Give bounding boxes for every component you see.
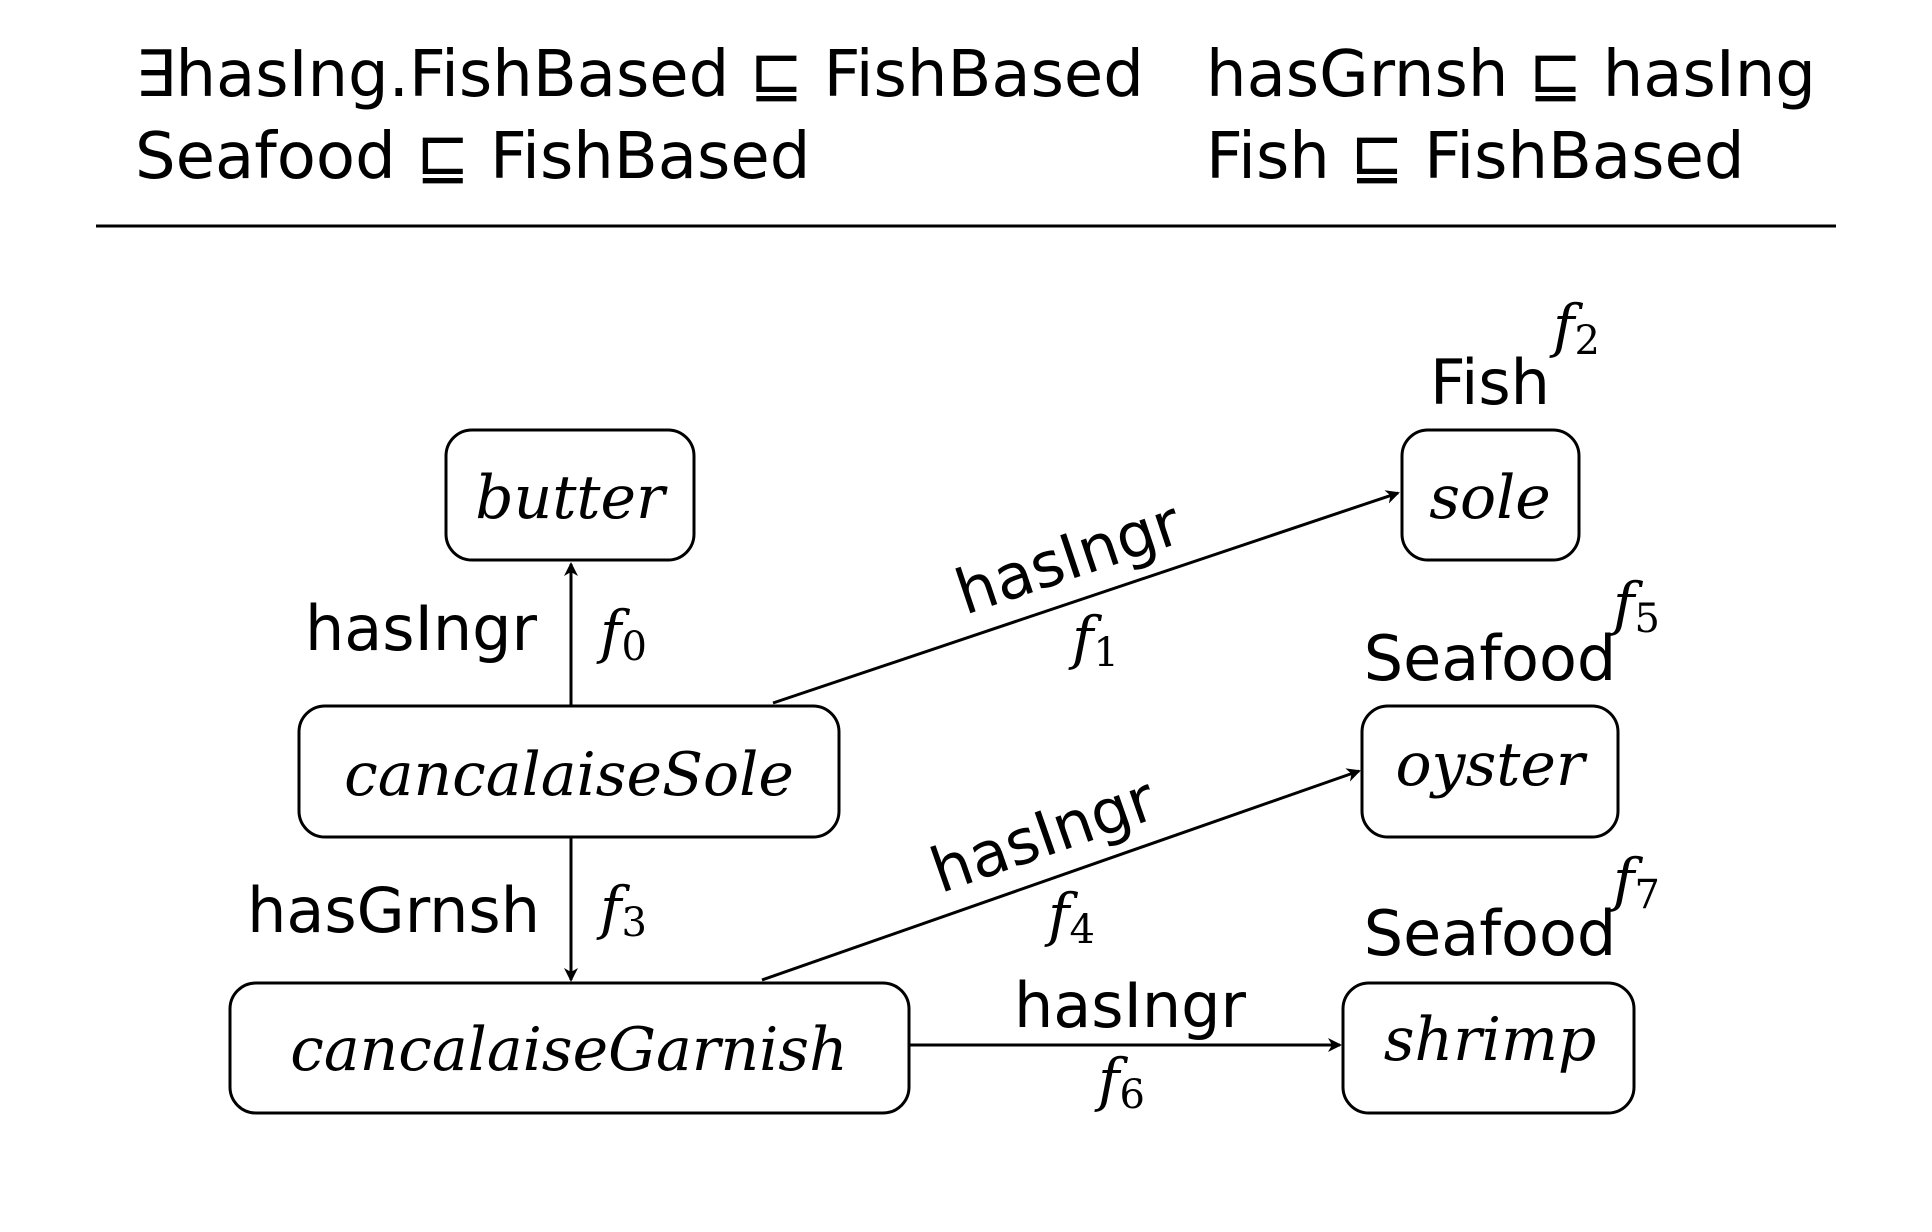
concept-fact-shrimp: f7 [1609,846,1660,918]
edge-oyster: hasIngr f4 [761,762,1361,982]
axiom-left-1: ∃hasIng.FishBased ⊑ FishBased [135,38,1144,112]
edge-label-e1: hasIngr [947,486,1191,629]
edge-label-e3: hasGrnsh [247,874,540,947]
node-oyster: oyster Seafood f5 [1360,570,1660,839]
edge-line-e4 [761,768,1361,982]
node-cancalaise-sole: cancalaiseSole [297,704,841,839]
fact-label-e6: f6 [1094,1046,1145,1118]
edge-line-e1 [772,490,1400,705]
fact-label-e3: f3 [596,874,647,946]
edge-shrimp: hasIngr f6 [907,969,1342,1118]
edge-label-e6: hasIngr [1014,969,1247,1042]
edge-label-e4: hasIngr [921,762,1165,908]
edge-label-e0: hasIngr [305,592,538,665]
concept-fact-oyster: f5 [1609,570,1660,642]
fact-label-e4: f4 [1044,881,1095,953]
node-butter: butter [444,428,696,562]
edge-butter: hasIngr f0 [305,562,647,706]
node-label-cancalaise-sole: cancalaiseSole [344,740,794,810]
node-label-cancalaise-garnish: cancalaiseGarnish [290,1015,848,1085]
node-cancalaise-garnish: cancalaiseGarnish [228,981,911,1115]
node-sole: sole Fish f2 [1400,292,1600,562]
node-shrimp: shrimp Seafood f7 [1341,846,1660,1115]
node-label-sole: sole [1429,463,1551,533]
fact-label-e0: f0 [596,598,647,670]
edge-garnish: hasGrnsh f3 [247,837,647,982]
fact-label-e1: f1 [1068,604,1119,676]
axiom-right-2: Fish ⊑ FishBased [1206,120,1744,194]
node-label-oyster: oyster [1395,730,1587,800]
node-label-shrimp: shrimp [1384,1005,1597,1075]
concept-label-sole: Fish [1430,346,1550,419]
node-label-butter: butter [475,463,668,533]
edge-sole: hasIngr f1 [772,486,1400,705]
concept-label-oyster: Seafood [1364,622,1617,695]
axiom-block: ∃hasIng.FishBased ⊑ FishBased Seafood ⊑ … [135,38,1816,194]
concept-fact-sole: f2 [1549,292,1600,364]
concept-label-shrimp: Seafood [1364,897,1617,970]
axiom-right-1: hasGrnsh ⊑ hasIng [1206,38,1816,112]
axiom-left-2: Seafood ⊑ FishBased [135,120,810,194]
